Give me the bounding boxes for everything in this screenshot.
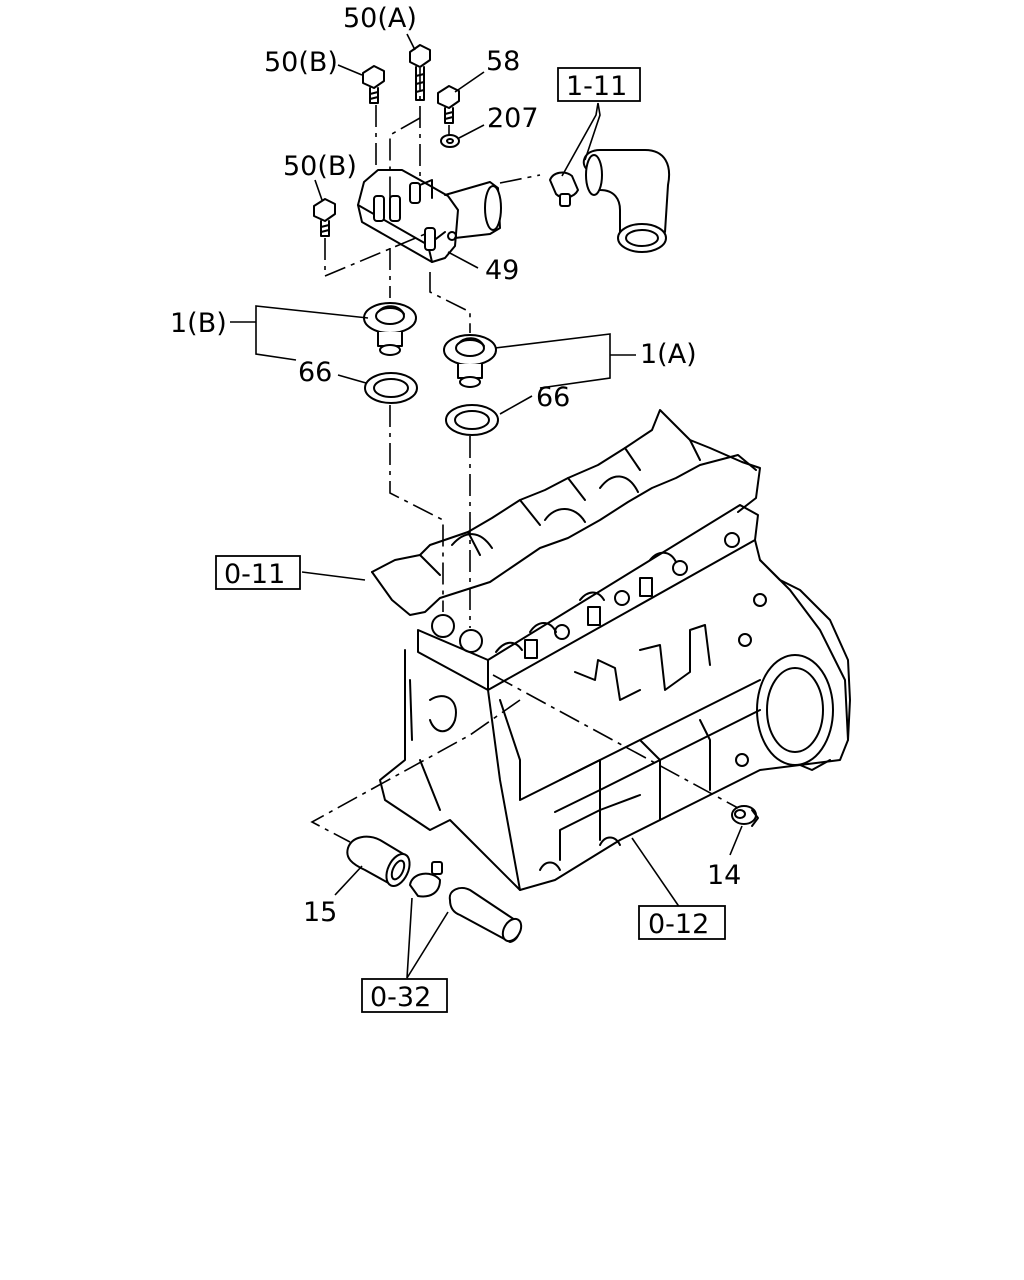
bolt-58 <box>437 85 460 124</box>
label-part-207: 207 <box>487 103 539 134</box>
thermostat-1b <box>363 302 417 356</box>
label-part-50a: 50(A) <box>343 3 417 34</box>
label-part-1b: 1(B) <box>170 308 227 339</box>
reference-text-1-11: 1-11 <box>566 71 627 102</box>
label-part-58: 58 <box>486 46 520 77</box>
alignment-lines <box>310 68 739 843</box>
pipe-15 <box>346 835 411 887</box>
label-part-14: 14 <box>707 860 741 891</box>
label-part-66-left: 66 <box>298 357 332 388</box>
label-part-49: 49 <box>485 255 519 286</box>
gasket-66-right <box>445 404 499 436</box>
thermostat-housing <box>357 169 502 263</box>
bolt-50b-left <box>313 198 336 237</box>
gasket-66-left <box>364 372 418 404</box>
reference-box-0-32: 0-32 <box>361 978 448 1013</box>
reference-box-0-12: 0-12 <box>638 905 726 940</box>
label-part-50b-left: 50(B) <box>283 151 357 182</box>
reference-text-0-12: 0-12 <box>648 909 709 940</box>
plug-14 <box>731 805 759 827</box>
label-part-66-right: 66 <box>536 382 570 413</box>
bolt-50b-top <box>362 65 385 104</box>
reference-box-0-11: 0-11 <box>215 555 301 590</box>
reference-text-0-32: 0-32 <box>370 982 431 1013</box>
reference-text-0-11: 0-11 <box>224 559 285 590</box>
reference-box-1-11: 1-11 <box>557 67 641 102</box>
washer-207 <box>440 134 460 148</box>
lower-hose-and-clamp <box>409 861 523 943</box>
thermostat-1a <box>443 334 497 388</box>
engine-block <box>371 409 851 891</box>
leader-lines <box>230 33 743 979</box>
label-part-15: 15 <box>303 897 337 928</box>
label-part-50b-top: 50(B) <box>264 47 338 78</box>
label-part-1a: 1(A) <box>640 339 697 370</box>
